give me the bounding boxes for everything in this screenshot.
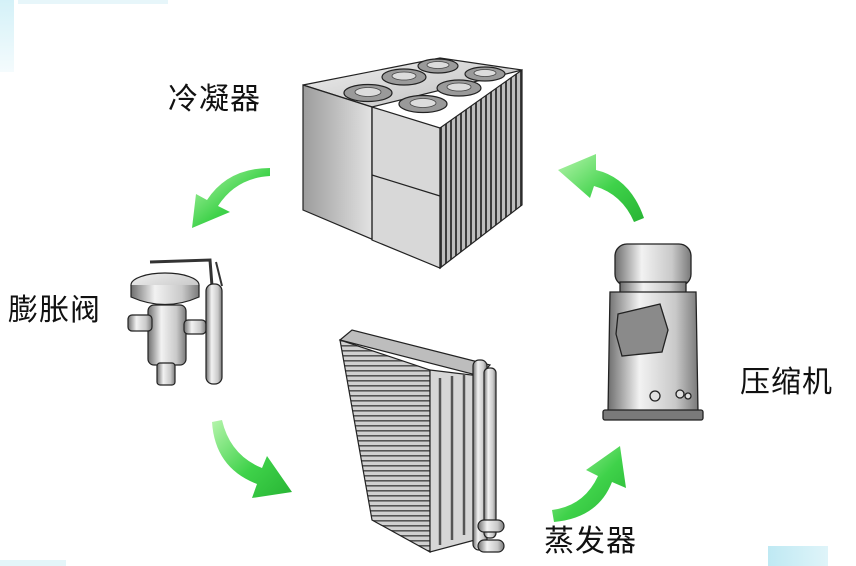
compressor-label: 压缩机: [740, 365, 833, 400]
compressor-icon: [602, 243, 704, 421]
expansion-valve-label: 膨胀阀: [8, 293, 101, 328]
condenser-label: 冷凝器: [168, 82, 261, 117]
corner-accent-bottom-left: [0, 560, 66, 566]
corner-accent-top-left: [0, 0, 14, 72]
cycle-arrow-icon: [212, 420, 292, 498]
cycle-arrow-icon: [552, 446, 626, 522]
condenser-unit-icon: [302, 57, 523, 270]
evaporator-label: 蒸发器: [544, 524, 637, 559]
evaporator-coil-icon: [338, 329, 505, 554]
cycle-arrow-icon: [558, 154, 644, 222]
expansion-valve-icon: [127, 258, 223, 386]
cycle-arrow-icon: [192, 168, 270, 228]
corner-accent-bottom-right: [768, 546, 828, 566]
corner-accent-top: [18, 0, 168, 4]
